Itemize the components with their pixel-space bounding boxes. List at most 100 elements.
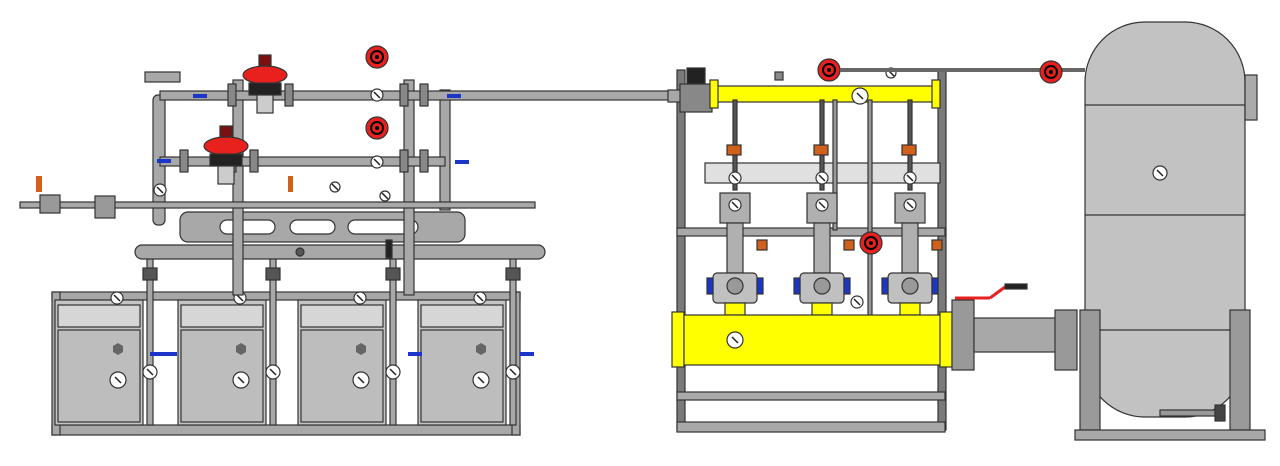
lower-gas-header [134,244,546,260]
gauge-needle [156,186,164,194]
gauge-needle [476,294,484,302]
pilot-valve [813,144,829,156]
regulator-cap [258,54,272,67]
gauge-needle [114,376,122,384]
actuator-end [706,277,714,295]
manometer-center [827,68,831,72]
boiler-top-panel [420,304,504,328]
gauge-needle [856,92,864,100]
pressure-gauge-icon [850,295,864,309]
skid-frame-mid-rail [676,227,946,237]
boiler-front-panel [180,329,264,423]
pressure-gauge-icon [110,291,124,305]
manometer-center [869,241,873,245]
gauge-needle [731,201,739,209]
yellow-nozzle [811,302,833,316]
pilot-valve [726,144,742,156]
valve-handle-blue [163,352,177,356]
actuator-end [931,277,939,295]
gauge-needle [389,368,397,376]
riser-pipe-c [439,89,451,211]
pressure-gauge-icon [109,371,127,389]
ball-valve-ball [726,277,744,295]
boiler-bolt-icon [356,343,366,355]
pressure-gauge-icon [815,198,829,212]
header-opening [347,219,419,235]
pressure-gauge-icon [903,171,917,185]
pressure-gauge-icon [353,291,367,305]
top-flange [144,71,181,83]
valve-handle-blue [150,352,164,356]
boiler-top-panel [180,304,264,328]
valve-stem [726,222,744,274]
actuator-end [881,277,889,295]
gauge-needle [731,336,739,344]
manometer-ring [822,63,836,77]
gauge-needle [357,376,365,384]
valve-handle-blue [520,352,534,356]
tank-drain-valve [1214,404,1226,422]
tank-side-nozzle [1244,74,1258,121]
relief-valve [288,176,293,192]
manometer-center [375,55,379,59]
boiler-shutoff-valve [265,267,281,281]
gauge-needle [237,376,245,384]
manometer-ring [1044,65,1058,79]
pressure-gauge-icon [728,198,742,212]
pressure-gauge-icon [265,364,281,380]
gauge-needle [906,201,914,209]
gauge-needle [906,174,914,182]
header-valve-handle [385,239,393,259]
tank-inlet-flange [1054,309,1078,371]
gauge-needle [381,192,389,200]
pressure-gauge-icon [379,190,391,202]
manometer-center [1049,70,1053,74]
header-opening [219,219,276,235]
pipe-flange [227,83,237,107]
ball-valve-ball [813,277,831,295]
gauge-needle [853,298,861,306]
valve-handle-blue [157,159,171,163]
upper-yellow-manifold [711,85,939,103]
red-manometer-icon [817,58,841,82]
valve-handle-blue [193,94,207,98]
pipe-flange [179,149,189,173]
boiler-bolt-icon [236,343,246,355]
gas-filter [94,195,116,219]
pipe-flange [399,83,409,107]
header-drain-plug [295,247,305,257]
skid-frame-post-left [676,69,686,431]
actuator-end [793,277,801,295]
pressure-gauge-icon [352,371,370,389]
gauge-needle [356,294,364,302]
header-opening [289,219,336,235]
pressure-gauge-icon [142,364,158,380]
yellow-nozzle [724,302,746,316]
manometer-ring [370,50,384,64]
tank-drain-line [1159,409,1221,417]
solenoid-valve-actuator [686,67,706,85]
actuator-end [843,277,851,295]
pressure-gauge-icon [851,87,869,105]
gas-pressure-regulator [203,125,249,185]
impulse-line-2 [867,99,873,321]
gauge-needle [731,174,739,182]
outlet-valve-handle-bend [989,285,1006,300]
lower-yellow-header [683,314,945,366]
boiler-bolt-icon [476,343,486,355]
manometer-ring [864,236,878,250]
regulator-diaphragm [203,136,249,156]
actuator-end [756,277,764,295]
header-flange-right [939,311,953,368]
tank-leg-right [1229,309,1251,431]
pressure-gauge-icon [726,331,744,349]
pipe-flange [284,83,294,107]
boiler-front-panel [420,329,504,423]
manometer-ring [370,121,384,135]
red-manometer-icon [365,45,389,69]
ball-valve-ball [901,277,919,295]
inlet-filter [39,194,61,214]
pressure-gauge-icon [505,364,521,380]
gas-pressure-regulator [242,54,288,114]
valve-stem [813,222,831,274]
